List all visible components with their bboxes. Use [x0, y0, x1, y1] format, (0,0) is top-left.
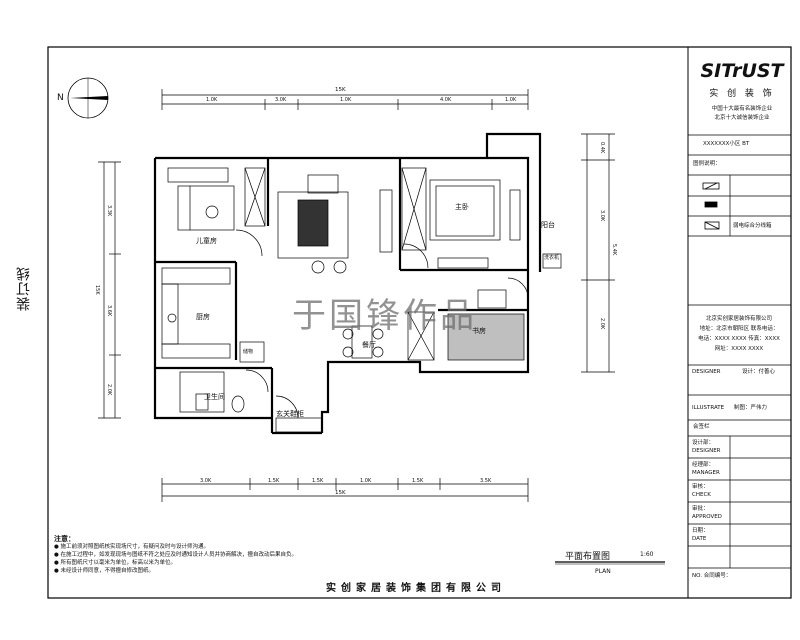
dim-bottom-3: 1.5K [312, 478, 324, 484]
drawing-subtitle: PLAN [595, 568, 611, 575]
dimension-lines [98, 89, 615, 502]
dim-left-2: 3.6K [106, 305, 112, 317]
room-dining: 餐厅 [362, 341, 376, 349]
company-block-line-3: 电话：XXXX XXXX 传真：XXXX [698, 336, 780, 342]
designer-value: 设计：付善心 [742, 369, 776, 375]
company-block-line-4: 网址：XXXX XXXX [714, 346, 764, 352]
dim-bottom-1: 3.0K [200, 478, 212, 484]
sheet-border [47, 46, 792, 599]
note-item: ● 施工前须对照图纸核实现场尺寸，有疑问及时与设计师沟通。 [54, 544, 210, 550]
dim-bottom-4: 1.0K [360, 478, 372, 484]
illustrator-value: 制图：严伟力 [734, 405, 768, 411]
overall-dim-top: 15K [335, 87, 346, 93]
sign-row-4-en: APPROVED [692, 514, 722, 520]
room-closet: 储物 [243, 349, 254, 355]
dim-top-2: 3.0K [275, 97, 287, 103]
title-block-lines [688, 134, 791, 569]
contract-number-label: NO. 合同编号： [692, 573, 732, 579]
dim-bottom-6: 3.5K [480, 478, 492, 484]
project-name: XXXXXXX小区 BT [703, 141, 750, 147]
watermark: 于国锋作品 [292, 296, 477, 336]
dim-bottom-2: 1.5K [268, 478, 280, 484]
sign-row-1-en: DESIGNER [692, 448, 721, 454]
designer-label: DESIGNER [692, 369, 721, 375]
dim-left-total: 15K [94, 285, 100, 295]
sign-row-3-en: CHECK [692, 492, 711, 498]
sign-row-5-en: DATE [692, 536, 707, 542]
overall-dim-bottom: 15K [335, 490, 346, 496]
notes-heading: 注意： [54, 535, 75, 543]
drawing-title: 平面布置图 [565, 552, 611, 562]
company-logo-cn: 实 创 装 饰 [709, 89, 775, 99]
dim-right-total: 5.4K [611, 244, 617, 256]
dim-left-1: 3.3K [106, 205, 112, 217]
honor-line-1: 中国十大最有名装饰企业 [711, 106, 773, 112]
company-logo: SITrUST [700, 60, 784, 82]
room-balcony: 阳台 [541, 221, 555, 229]
room-entry: 玄关鞋柜 [276, 410, 304, 418]
sign-row-2-cn: 经理部： [692, 462, 715, 468]
sign-row-2-en: MANAGER [692, 470, 720, 476]
wall-outline [153, 132, 542, 435]
legend-item-label: 弱电综合分线箱 [733, 223, 772, 229]
compass-north-label: N [57, 93, 64, 103]
dim-right-3: 2.0K [599, 318, 605, 330]
room-master-bedroom: 主卧 [455, 203, 469, 211]
dim-top-5: 1.0K [505, 97, 517, 103]
signature-heading: 会签栏 [693, 424, 710, 430]
room-study: 书房 [472, 327, 486, 335]
dim-top-4: 4.0K [440, 97, 452, 103]
illustrator-label: ILLUSTRATE [692, 405, 725, 411]
note-item: ● 在施工过程中，如发现现场与图纸不符之处应及时通知设计人员并协商解决，擅自改动… [54, 552, 298, 558]
legend-heading: 图例说明： [693, 161, 721, 167]
footer-company-name: 实创家居装饰集团有限公司 [326, 583, 506, 594]
compass-icon [67, 77, 109, 119]
dim-top-3: 1.0K [340, 97, 352, 103]
notes-block: 注意： ● 施工前须对照图纸核实现场尺寸，有疑问及时与设计师沟通。 ● 在施工过… [54, 535, 494, 575]
room-bathroom: 卫生间 [204, 393, 225, 401]
dim-bottom-5: 1.5K [412, 478, 424, 484]
note-item: ● 所有图纸尺寸以毫米为单位，标高以米为单位。 [54, 560, 177, 566]
sign-row-5-cn: 日期： [692, 528, 709, 534]
legend-symbols [702, 182, 720, 230]
room-laundry: 洗衣机 [544, 255, 560, 261]
note-item: ● 未经设计师同意，不得擅自修改图纸。 [54, 568, 155, 574]
dim-left-3: 2.0K [106, 384, 112, 396]
room-kitchen: 厨房 [196, 313, 210, 321]
drawing-scale: 1:60 [640, 551, 654, 558]
room-second-bedroom: 儿童房 [196, 237, 217, 245]
dim-right-1: 0.4K [599, 142, 605, 154]
dim-top-1: 1.0K [206, 97, 218, 103]
dim-right-2: 3.0K [599, 210, 605, 222]
binding-line-label: 装订线 [16, 266, 32, 311]
sign-row-4-cn: 审批： [692, 506, 709, 512]
company-block-line-2: 地址：北京市朝阳区 联系电话： [699, 326, 779, 332]
sign-row-3-cn: 审核： [692, 484, 709, 490]
sign-row-1-cn: 设计部： [692, 440, 715, 446]
furniture [161, 167, 562, 433]
honor-line-2: 北京十大诚信装饰企业 [714, 115, 770, 121]
company-block-line-1: 北京实创家居装饰有限公司 [705, 316, 772, 322]
drawing-title-underline [555, 561, 665, 565]
